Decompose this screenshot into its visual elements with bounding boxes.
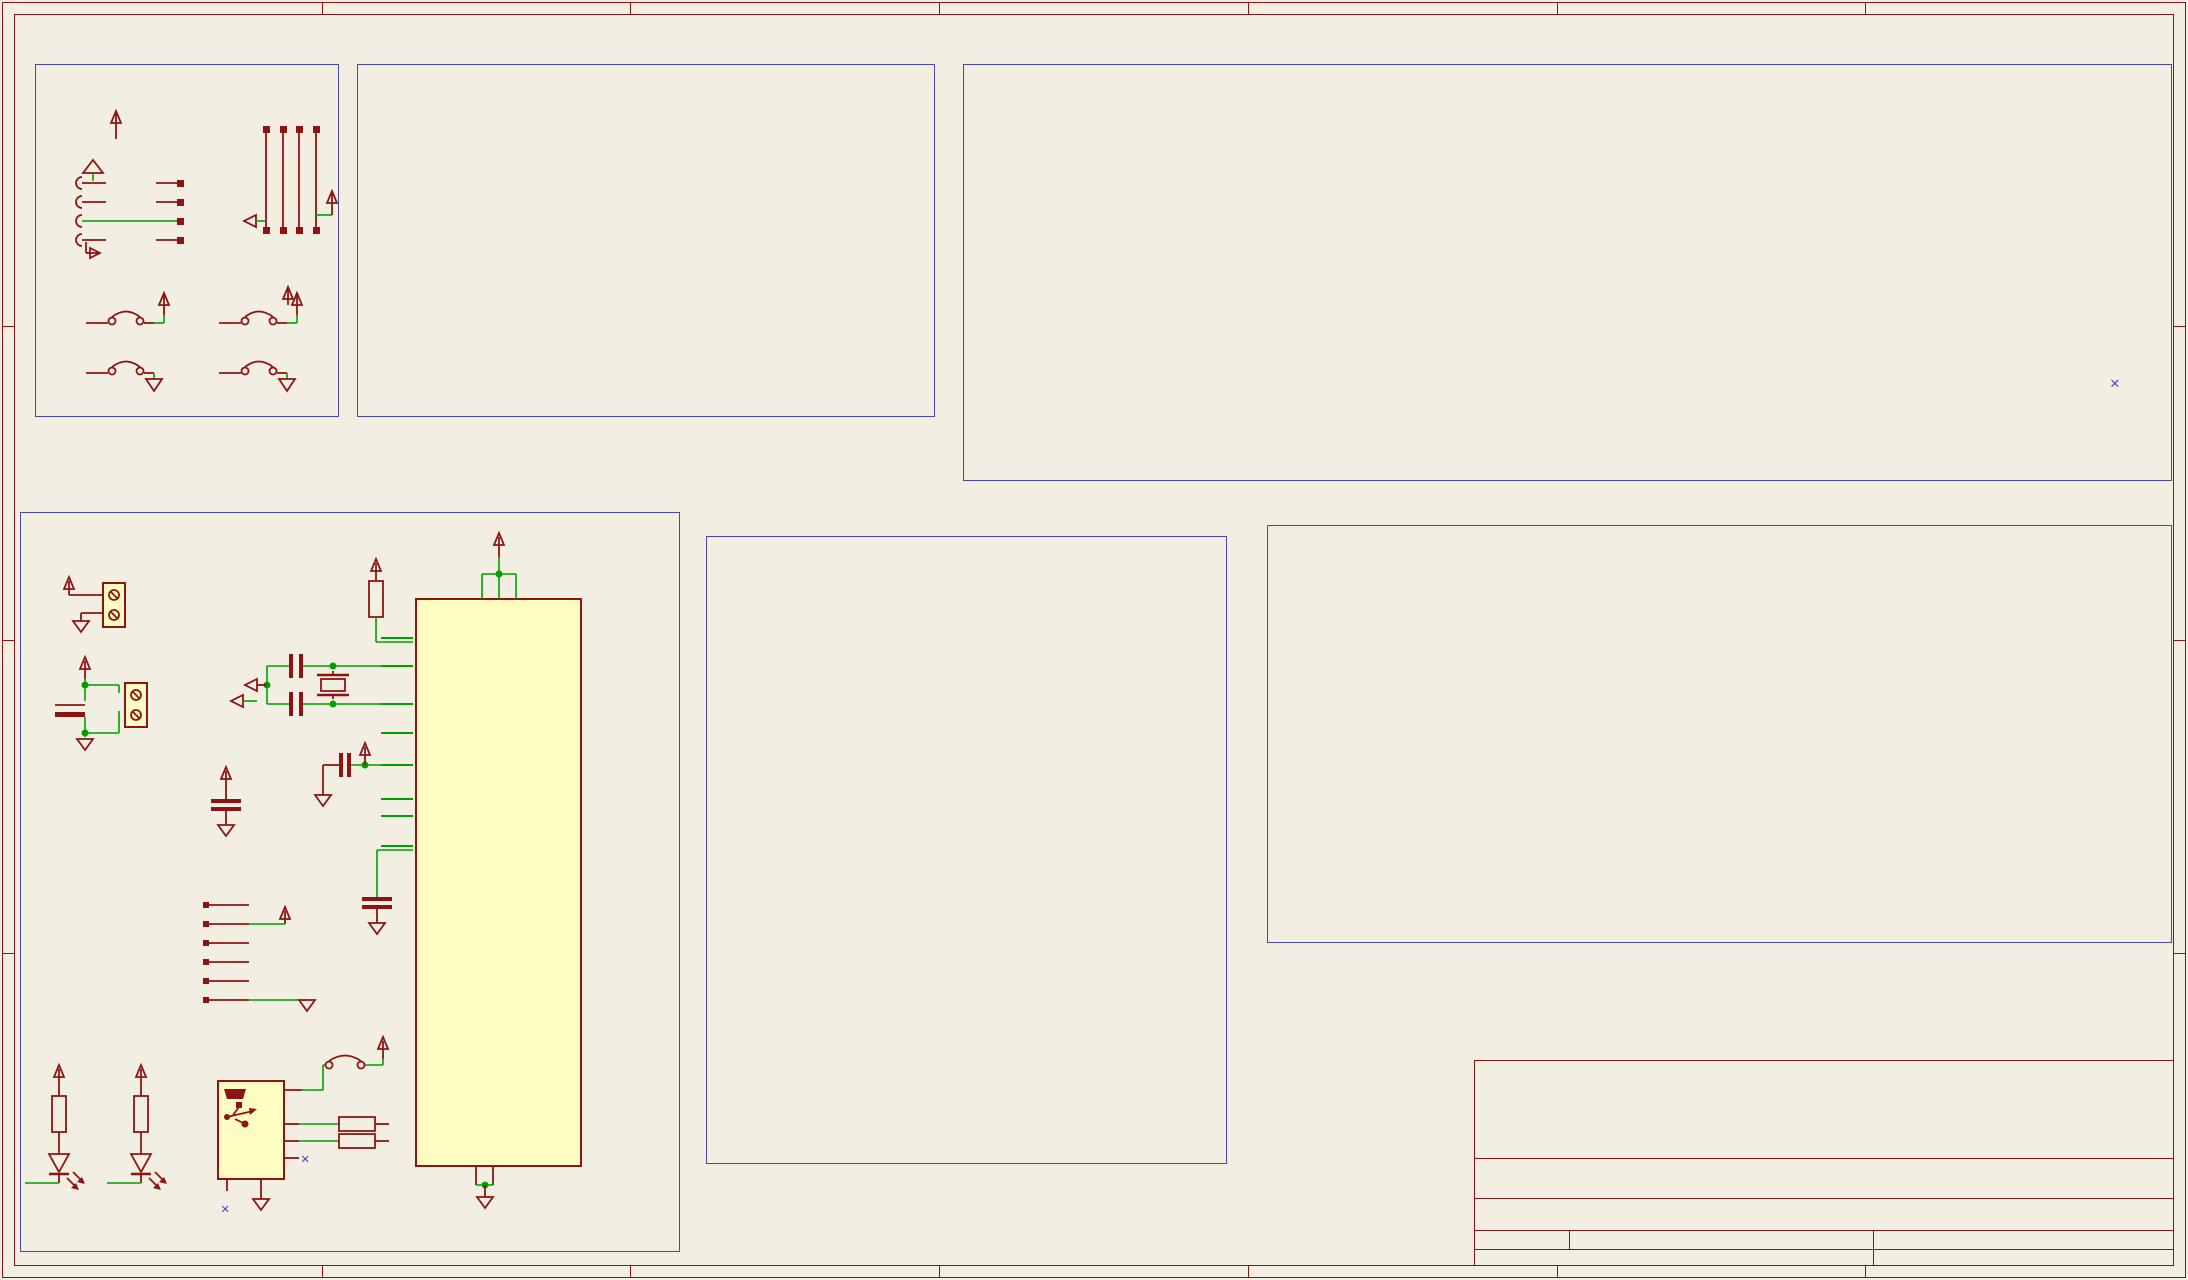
resistor-r26[interactable] xyxy=(299,1117,389,1131)
usb-connector-j1[interactable]: ✕ ✕ xyxy=(218,1081,309,1217)
terminal-j2[interactable] xyxy=(55,657,257,750)
section-adcs xyxy=(357,64,935,417)
edge-connectors-drawing[interactable] xyxy=(36,65,340,418)
cap-c20[interactable] xyxy=(362,850,413,934)
jumper-jp3[interactable] xyxy=(86,362,162,392)
resistor-r27[interactable] xyxy=(299,1134,389,1148)
connector-j8[interactable] xyxy=(76,177,106,246)
section-ws2812b-array: ✕ xyxy=(963,64,2172,481)
svg-text:✕: ✕ xyxy=(221,1201,229,1217)
jumper-jp4[interactable] xyxy=(219,293,302,325)
section-edge-connectors xyxy=(35,64,339,417)
jumper-jp1[interactable] xyxy=(302,1037,388,1090)
terminal-j3[interactable] xyxy=(64,577,125,632)
led-chain-rxled[interactable] xyxy=(107,1065,167,1190)
connector-j5[interactable] xyxy=(263,126,320,234)
mcu-top-pins xyxy=(482,533,516,599)
power-mcu-drawing[interactable]: ✕ ✕ xyxy=(21,513,681,1253)
ruler-left xyxy=(2,14,14,1266)
cap-c22[interactable] xyxy=(211,767,241,836)
svg-text:✕: ✕ xyxy=(301,1151,309,1167)
gnd-flag-icon xyxy=(83,160,103,173)
mcu-body xyxy=(416,599,581,1166)
connector-j6[interactable] xyxy=(156,180,184,244)
title-block xyxy=(1474,1060,2174,1266)
ruler-bottom xyxy=(14,1266,2174,1278)
ruler-top xyxy=(14,2,2174,14)
header-j4-icsp[interactable] xyxy=(203,902,315,1011)
led-chain-txled[interactable] xyxy=(25,1065,85,1190)
mcu-bottom-pins xyxy=(476,1166,493,1208)
ruler-right xyxy=(2174,14,2186,1266)
section-phototransistors xyxy=(1267,525,2172,943)
gnd-flag-icon xyxy=(244,215,256,227)
jumper-jp2[interactable] xyxy=(86,293,169,325)
section-ir-emitters xyxy=(706,536,1227,1164)
jumper-jp5[interactable] xyxy=(219,362,295,392)
section-power-mcu: ✕ ✕ xyxy=(20,512,680,1252)
no-connect-icon: ✕ xyxy=(2110,373,2120,392)
